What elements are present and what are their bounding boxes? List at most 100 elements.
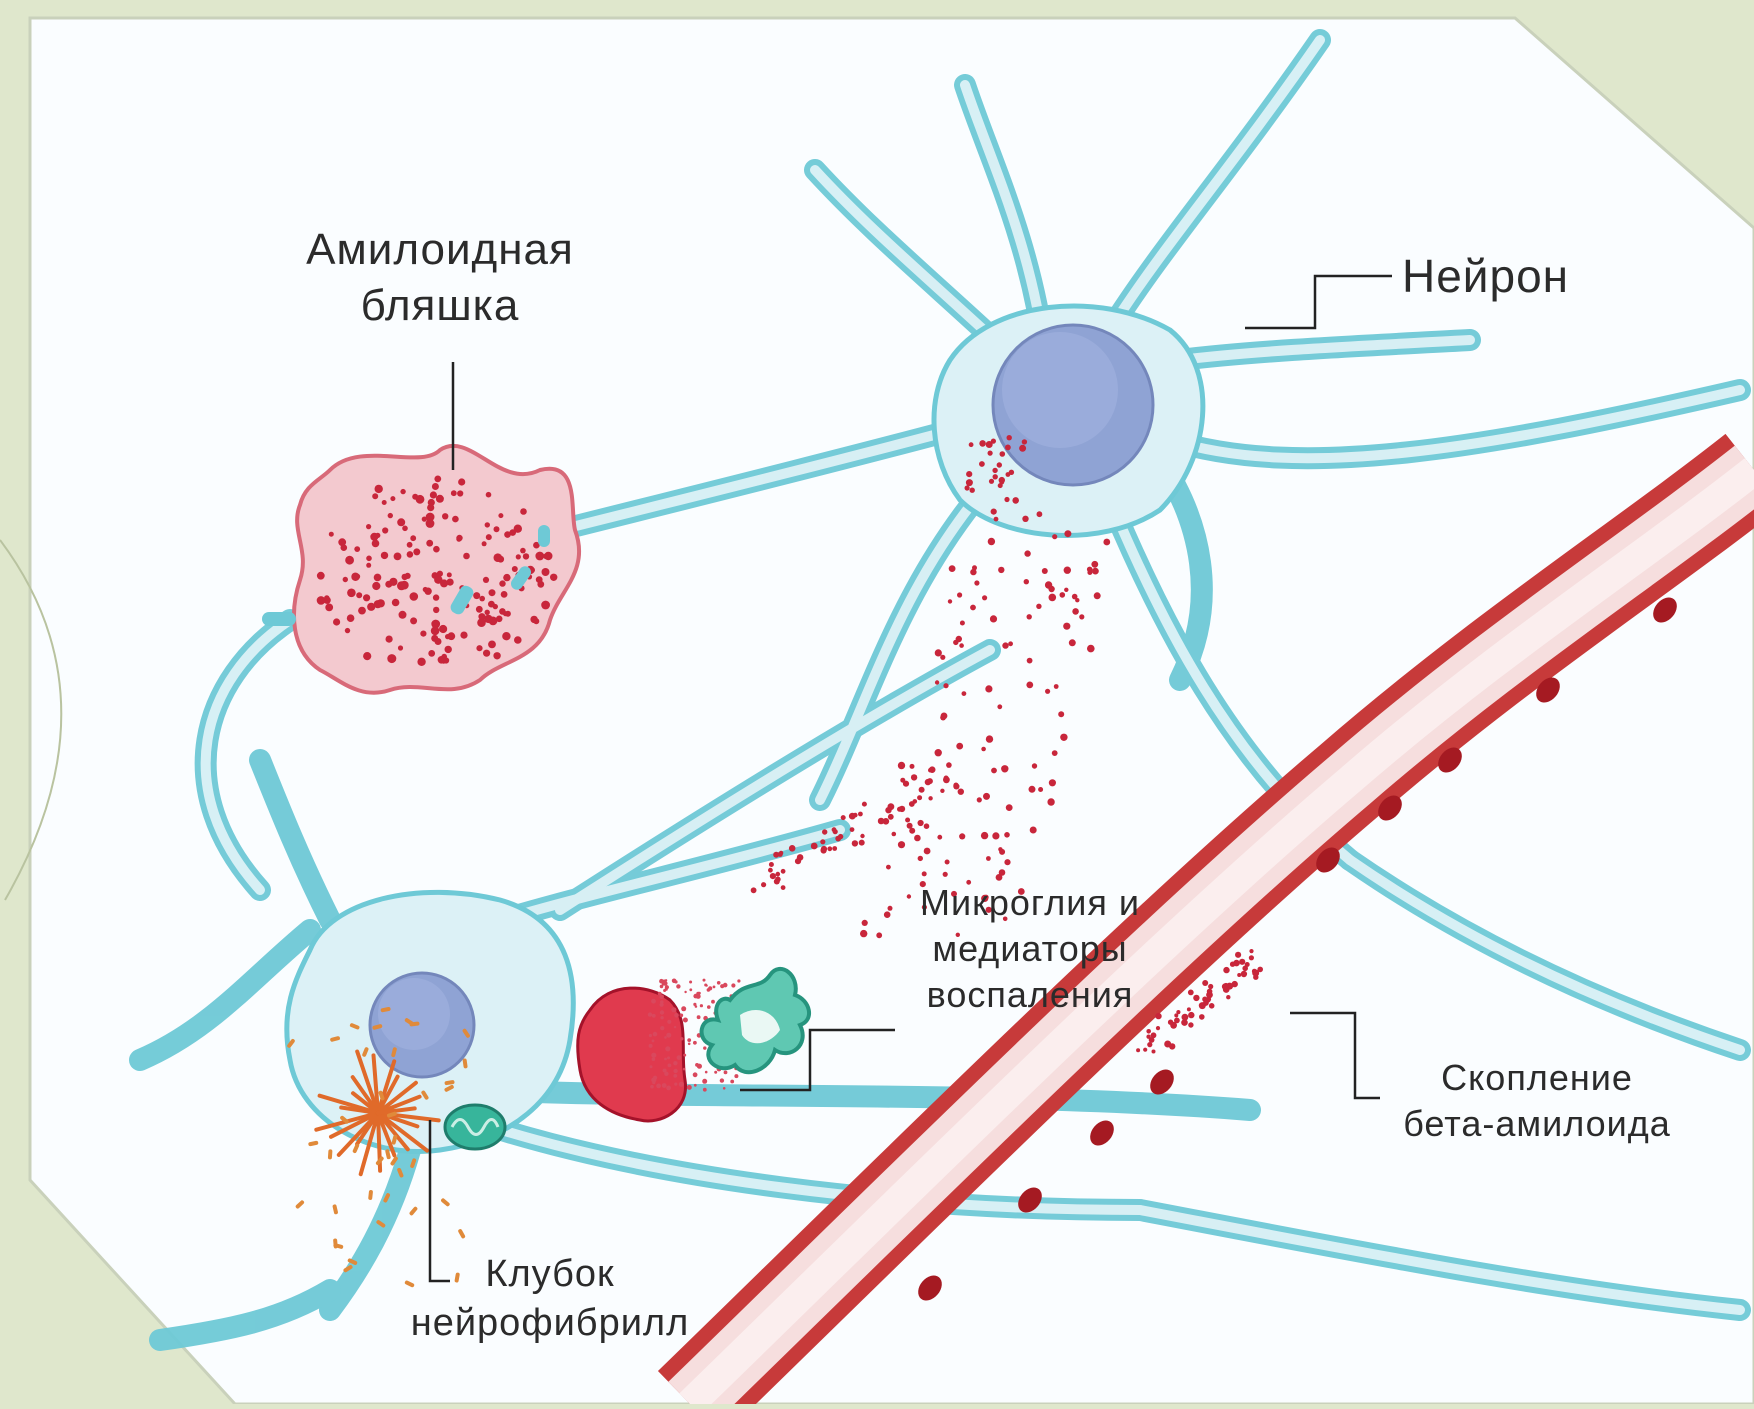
dot [730,1080,734,1084]
dot [354,546,360,552]
dot [1079,614,1084,619]
dot [886,865,891,870]
dot [695,1063,699,1067]
dot [410,617,417,624]
dot [948,599,952,603]
dot [703,1046,706,1049]
dot [1233,960,1240,967]
dot [679,1082,684,1087]
dot [664,1036,667,1039]
dot [501,591,508,598]
dot [689,981,692,984]
dot [860,834,864,838]
dot [498,513,503,518]
dot [550,574,557,581]
dot [703,979,706,982]
dot [382,500,387,505]
dot [687,1038,691,1042]
dot [700,1004,703,1007]
dot [849,813,856,820]
dot [977,797,982,802]
dot [460,632,467,639]
label-micro-line1: Микроглия и [900,880,1160,926]
dot [897,807,902,812]
dot [1069,639,1076,646]
dot [431,635,438,642]
dot [859,840,865,846]
dot [366,556,372,562]
dot [681,1006,686,1011]
dot [776,872,781,877]
dot [516,554,521,559]
dot [734,1074,738,1078]
dot [992,468,997,473]
dot [981,747,986,752]
dot [981,832,988,839]
dot [1001,765,1008,772]
dot [432,483,439,490]
dot [888,803,895,810]
dot [999,849,1005,855]
dot [959,643,964,648]
dot [499,580,505,586]
dot [1004,832,1010,838]
dot [537,581,544,588]
label-amyloid-line2: бляшка [270,278,610,334]
dot [489,589,496,596]
dot [768,868,773,873]
dot [674,1013,679,1018]
dot [486,534,492,540]
dot [440,626,447,633]
dot [674,1026,676,1028]
dot [966,479,973,486]
dot [957,592,962,597]
dot [811,843,818,850]
dot [479,596,485,602]
dot [1012,497,1019,504]
dot [372,540,380,548]
dot [832,846,837,851]
dot [1000,451,1006,457]
dot [689,988,692,991]
dot [456,535,462,541]
dot [769,862,774,867]
dot [463,553,470,560]
dot [665,985,669,989]
dot [485,610,490,615]
dot [770,873,776,879]
dot [1187,1007,1191,1011]
dot [343,577,348,582]
dot [988,538,995,545]
dot [789,845,796,852]
dot [684,991,686,993]
dot [985,685,992,692]
dot [707,1005,711,1009]
dot [422,517,427,522]
dot [1027,614,1032,619]
dot [407,542,413,548]
dot [358,607,366,615]
dot [720,984,724,988]
dot [999,869,1006,876]
dot [1024,579,1029,584]
dot [943,872,948,877]
dot [970,605,976,611]
dot [520,548,526,554]
dot [781,869,786,874]
dot [924,848,931,855]
dot [428,650,435,657]
dot [431,627,440,636]
dot [666,1086,671,1091]
dot [1045,689,1050,694]
dot [1022,516,1028,522]
label-beta-amyloid: Скопление бета-амилоида [1372,1055,1702,1147]
label-tangle-line1: Клубок [360,1250,740,1299]
dot [703,1088,707,1092]
dot [852,840,858,846]
dot [1007,435,1012,440]
dot [1048,586,1054,592]
dot [398,645,403,650]
dot [1169,1043,1175,1049]
dot [399,611,407,619]
